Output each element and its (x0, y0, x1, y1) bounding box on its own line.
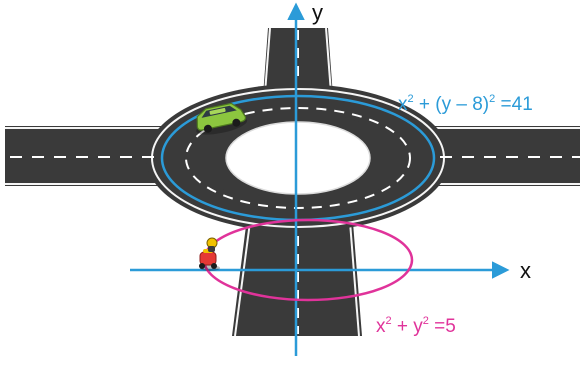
rider-torso (208, 246, 215, 252)
central-island (225, 121, 371, 195)
large-circle-equation: x2 + (y – 8)2 =41 (398, 93, 533, 115)
scooter-wheel-front (199, 263, 205, 269)
small-eq-mid: + y (392, 316, 424, 337)
y-axis-label: y (312, 0, 323, 25)
road-corner-bottom-right (352, 186, 415, 214)
car-roof (209, 107, 226, 115)
x-axis-label: x (520, 258, 531, 283)
large-eq-mid: + (y – 8) (414, 94, 490, 115)
small-eq-exp1: 2 (386, 315, 392, 327)
car-wheel-rear (232, 118, 241, 127)
small-eq-exp2: 2 (423, 315, 429, 327)
road-corner-bottom-left (190, 186, 248, 214)
scooter-wheel-rear (211, 263, 217, 269)
small-circle-equation: x2 + y2 =5 (376, 315, 456, 337)
road-bottom-arm-edge-left (234, 221, 251, 337)
scooter-icon (199, 237, 220, 271)
car-wheel-front (203, 124, 212, 133)
road-corner-top-right (334, 104, 415, 126)
road-bottom-arm-edge-right (349, 221, 360, 337)
small-eq-base: x (376, 316, 386, 337)
lane-marking-ring (185, 107, 411, 209)
large-eq-exp1: 2 (408, 93, 414, 105)
large-eq-exp2: 2 (489, 93, 495, 105)
road-network (5, 27, 580, 337)
large-eq-tail: =41 (495, 94, 533, 115)
small-eq-tail: =5 (429, 316, 456, 337)
car-icon (196, 102, 248, 135)
large-eq-base: x (398, 94, 408, 115)
